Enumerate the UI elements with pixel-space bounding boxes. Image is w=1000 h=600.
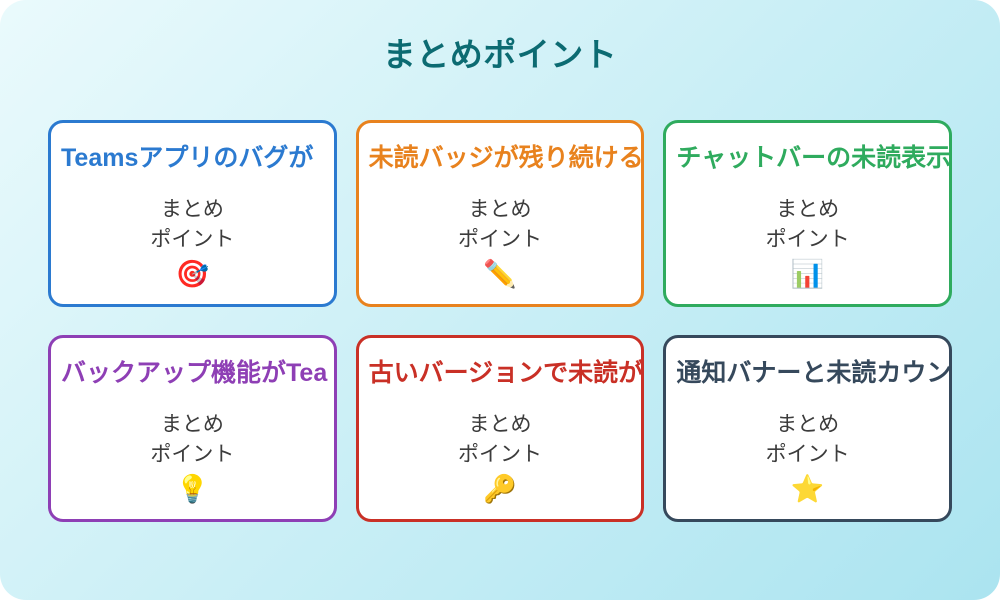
summary-card-grid: Teamsアプリのバグが まとめ ポイント 🎯 未読バッジが残り続ける表 まとめ… (48, 120, 952, 522)
summary-card[interactable]: Teamsアプリのバグが まとめ ポイント 🎯 (48, 120, 337, 307)
card-body-line: ポイント (765, 228, 850, 252)
card-body-line: まとめ (468, 413, 532, 436)
card-body-line: ポイント (457, 443, 542, 467)
bar-chart-icon: 📊 (790, 259, 825, 290)
card-heading: 未読バッジが残り続ける表 (368, 144, 645, 172)
card-body-line: ポイント (765, 443, 850, 467)
card-body-line: まとめ (160, 198, 224, 221)
card-heading: Teamsアプリのバグが (61, 144, 314, 172)
card-body-line: まとめ (468, 198, 532, 221)
page-title: まとめポイント (382, 36, 618, 73)
summary-card[interactable]: バックアップ機能がTea まとめ ポイント 💡 (48, 335, 337, 522)
card-body-line: まとめ (776, 413, 840, 436)
card-body-line: まとめ (160, 413, 224, 436)
summary-card[interactable]: 古いバージョンで未読が消 まとめ ポイント 🔑 (355, 335, 645, 522)
card-body-line: ポイント (150, 228, 235, 252)
card-heading: チャットバーの未読表示が (676, 144, 952, 172)
card-body-line: ポイント (457, 228, 542, 252)
card-body: まとめ ポイント (666, 410, 949, 471)
star-icon: ⭐ (790, 474, 825, 505)
pencil-icon: ✏️ (483, 259, 517, 290)
card-body: まとめ ポイント (359, 410, 642, 471)
card-body: まとめ ポイント (666, 195, 949, 256)
target-dart-icon: 🎯 (175, 259, 210, 290)
card-body: まとめ ポイント (359, 195, 642, 256)
card-body: まとめ ポイント (51, 410, 334, 471)
summary-card[interactable]: チャットバーの未読表示が まとめ ポイント 📊 (663, 120, 952, 307)
card-body: まとめ ポイント (51, 195, 334, 256)
card-heading: 通知バナーと未読カウント (676, 359, 952, 387)
card-heading: 古いバージョンで未読が消 (368, 359, 645, 387)
lightbulb-icon: 💡 (175, 474, 210, 505)
card-body-line: まとめ (776, 198, 840, 221)
summary-card[interactable]: 通知バナーと未読カウント まとめ ポイント ⭐ (663, 335, 952, 522)
card-heading: バックアップ機能がTea (61, 359, 328, 387)
card-body-line: ポイント (150, 443, 235, 467)
key-icon: 🔑 (483, 474, 517, 505)
summary-card[interactable]: 未読バッジが残り続ける表 まとめ ポイント ✏️ (355, 120, 645, 307)
